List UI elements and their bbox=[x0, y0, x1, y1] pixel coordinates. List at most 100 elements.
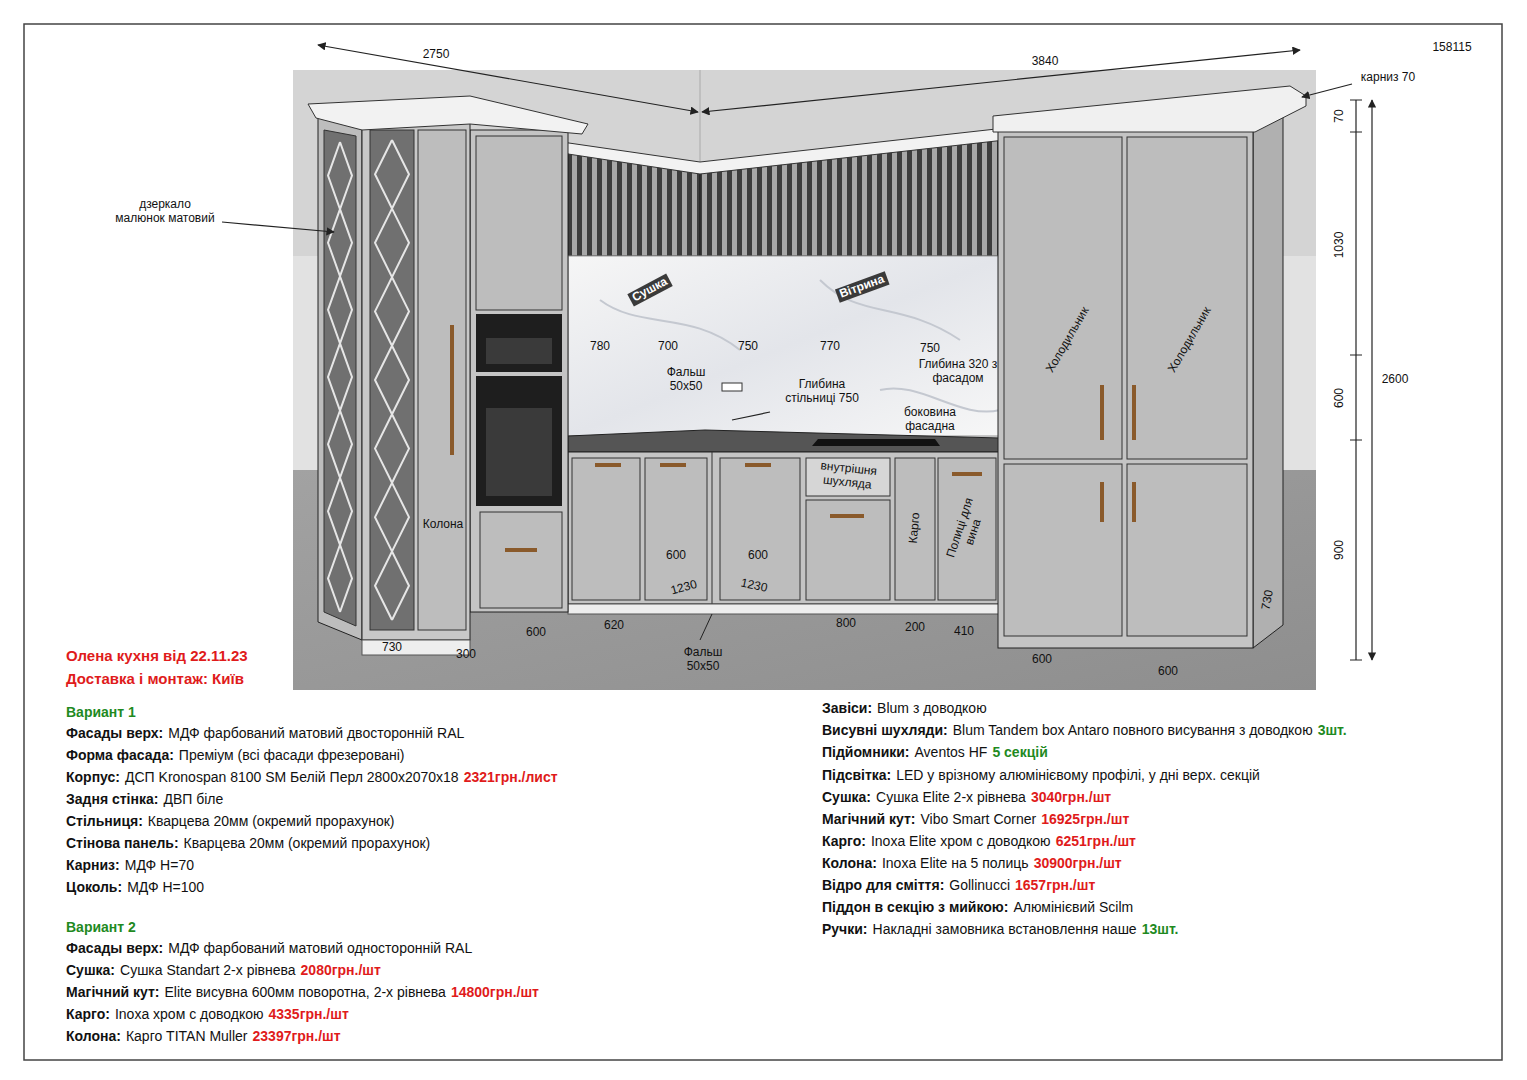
spec-key: Магічний кут: bbox=[822, 811, 916, 827]
dimension-label: Фальш 50х50 bbox=[678, 646, 728, 674]
spec-line: Сушка:Сушка Standart 2-х рівнева2080грн.… bbox=[66, 961, 386, 979]
spec-key: Задня стінка: bbox=[66, 791, 158, 807]
spec-price: 16925грн./шт bbox=[1041, 811, 1129, 827]
spec-key: Фасады верх: bbox=[66, 940, 163, 956]
spec-value: Inoxa хром с доводкою bbox=[115, 1006, 264, 1022]
dimension-label: 730 bbox=[382, 641, 402, 655]
variant-heading: Вариант 2 bbox=[66, 919, 136, 935]
spec-line: Карго:Inoxa хром с доводкою4335грн./шт bbox=[66, 1005, 354, 1023]
dimension-label: 750 bbox=[920, 342, 940, 356]
dimension-label: 900 bbox=[1333, 540, 1347, 560]
spec-value: Кварцева 20мм (окремий прорахунок) bbox=[148, 813, 395, 829]
spec-line: Підсвітка:LED у врізному алюмінієвому пр… bbox=[822, 766, 1265, 784]
dimension-label: внутрішня шухляда bbox=[807, 458, 889, 494]
variant-heading: Вариант 1 bbox=[66, 704, 136, 720]
spec-line: Висувні шухляди:Blum Tandem box Antaro п… bbox=[822, 721, 1352, 739]
dimension-label: Сушка bbox=[627, 274, 672, 307]
spec-line: Вариант 2 bbox=[66, 918, 141, 936]
spec-line: Колона:Inoxa Elite на 5 полиць30900грн./… bbox=[822, 854, 1127, 872]
spec-value: Gollinucci bbox=[949, 877, 1010, 893]
spec-value: Сушка Standart 2-х рівнева bbox=[120, 962, 296, 978]
dimension-label: 1030 bbox=[1333, 232, 1347, 259]
spec-key: Форма фасада: bbox=[66, 747, 174, 763]
dimension-label: 158115 bbox=[1432, 41, 1471, 55]
spec-line: Стінова панель: Кварцева 20мм (окремий пр… bbox=[66, 834, 435, 852]
spec-value: Сушка Elite 2-х рівнева bbox=[876, 789, 1026, 805]
spec-price: 2321грн./лист bbox=[464, 769, 558, 785]
dimension-label: 600 bbox=[748, 549, 768, 563]
spec-line: Фасады верх:МДФ фарбований матовий однос… bbox=[66, 939, 477, 957]
spec-key: Стінова панель: bbox=[66, 835, 179, 851]
dimension-label: Карго bbox=[907, 512, 923, 544]
spec-key: Сушка: bbox=[66, 962, 115, 978]
spec-price: 1657грн./шт bbox=[1015, 877, 1095, 893]
spec-key: Підйомники: bbox=[822, 744, 910, 760]
spec-value: Elite висувна 600мм поворотна, 2-х рівне… bbox=[165, 984, 446, 1000]
spec-line: Магічний кут:Vibo Smart Corner16925грн./… bbox=[822, 810, 1134, 828]
dimension-label: 2750 bbox=[423, 48, 450, 62]
dimension-label: 800 bbox=[836, 617, 856, 631]
spec-line: Фасады верх:МДФ фарбований матовий двост… bbox=[66, 724, 469, 742]
spec-key: Ручки: bbox=[822, 921, 868, 937]
dimension-label: Глибина 320 з фасадом bbox=[911, 358, 1006, 386]
spec-price: 5 секцій bbox=[992, 744, 1047, 760]
spec-line: Піддон в секцію з мийкою: Алюмінієвий Sci… bbox=[822, 898, 1138, 916]
note: Доставка і монтаж: Київ bbox=[66, 670, 244, 687]
dimension-label: 600 bbox=[666, 549, 686, 563]
spec-key: Цоколь: bbox=[66, 879, 122, 895]
dimension-label: 770 bbox=[820, 340, 840, 354]
dimension-label: боковина фасадна bbox=[895, 406, 965, 434]
dimension-label: 700 bbox=[658, 340, 678, 354]
dimension-label: 620 bbox=[604, 619, 624, 633]
dimension-label: 600 bbox=[1158, 665, 1178, 679]
spec-key: Відро для сміття: bbox=[822, 877, 944, 893]
spec-line: Сушка:Сушка Elite 2-х рівнева3040грн./шт bbox=[822, 788, 1116, 806]
dimension-label: Глибина стільниці 750 bbox=[772, 378, 872, 406]
dimension-label: 780 bbox=[590, 340, 610, 354]
spec-price: 4335грн./шт bbox=[269, 1006, 349, 1022]
dimension-label: 2600 bbox=[1382, 373, 1409, 387]
spec-value: Карго TITAN Muller bbox=[126, 1028, 248, 1044]
spec-value: ДВП біле bbox=[163, 791, 223, 807]
spec-line: Стільниця: Кварцева 20мм (окремий прораху… bbox=[66, 812, 400, 830]
title: Олена кухня від 22.11.23 bbox=[66, 647, 248, 664]
spec-line: Карго:Inoxa Elite хром с доводкою6251грн… bbox=[822, 832, 1141, 850]
mirror-pattern bbox=[328, 142, 340, 612]
dimension-label: 410 bbox=[954, 625, 974, 639]
dimension-label: Полиці для вина bbox=[942, 488, 993, 573]
dimension-label: 300 bbox=[456, 648, 476, 662]
spec-value: МДФ Н=70 bbox=[125, 857, 194, 873]
dimension-label: 3840 bbox=[1032, 55, 1059, 69]
spec-line: Форма фасада:Преміум (всі фасади фрезеро… bbox=[66, 746, 409, 764]
spec-line: Відро для сміття: Gollinucci 1657грн./шт bbox=[822, 876, 1100, 894]
spec-value: МДФ фарбований матовий двосторонній RAL bbox=[168, 725, 464, 741]
spec-value: LED у врізному алюмінієвому профілі, у д… bbox=[896, 767, 1260, 783]
spec-line: Ручки:Накладні замовника встановлення на… bbox=[822, 920, 1183, 938]
spec-key: Корпус: bbox=[66, 769, 120, 785]
spec-value: Aventos HF bbox=[915, 744, 988, 760]
dimension-label: карниз 70 bbox=[1361, 71, 1415, 85]
spec-price: 23397грн./шт bbox=[253, 1028, 341, 1044]
dimension-label: 750 bbox=[738, 340, 758, 354]
spec-key: Піддон в секцію з мийкою: bbox=[822, 899, 1008, 915]
spec-line: Задня стінка: ДВП біле bbox=[66, 790, 228, 808]
spec-line: Цоколь: МДФ Н=100 bbox=[66, 878, 209, 896]
spec-price: 13шт. bbox=[1142, 921, 1179, 937]
spec-line: Магічний кут:Elite висувна 600мм поворот… bbox=[66, 983, 544, 1001]
spec-value: Blum Tandem box Antaro повного висування… bbox=[953, 722, 1313, 738]
spec-value: Кварцева 20мм (окремий прорахунок) bbox=[184, 835, 431, 851]
spec-price: 3шт. bbox=[1318, 722, 1347, 738]
spec-value: Алюмінієвий Scilm bbox=[1013, 899, 1133, 915]
spec-key: Завіси: bbox=[822, 700, 872, 716]
mirror-pattern bbox=[375, 140, 392, 620]
spec-line: Завіси:Blum з доводкою bbox=[822, 699, 992, 717]
spec-price: 14800грн./шт bbox=[451, 984, 539, 1000]
spec-key: Карго: bbox=[822, 833, 866, 849]
mirror-pattern bbox=[392, 140, 409, 620]
dimension-label: 600 bbox=[1333, 388, 1347, 408]
spec-value: МДФ Н=100 bbox=[127, 879, 204, 895]
spec-key: Стільниця: bbox=[66, 813, 143, 829]
dimension-label: 600 bbox=[1032, 653, 1052, 667]
spec-line: Корпус:ДСП Kronospan 8100 SM Белій Перл … bbox=[66, 768, 563, 786]
